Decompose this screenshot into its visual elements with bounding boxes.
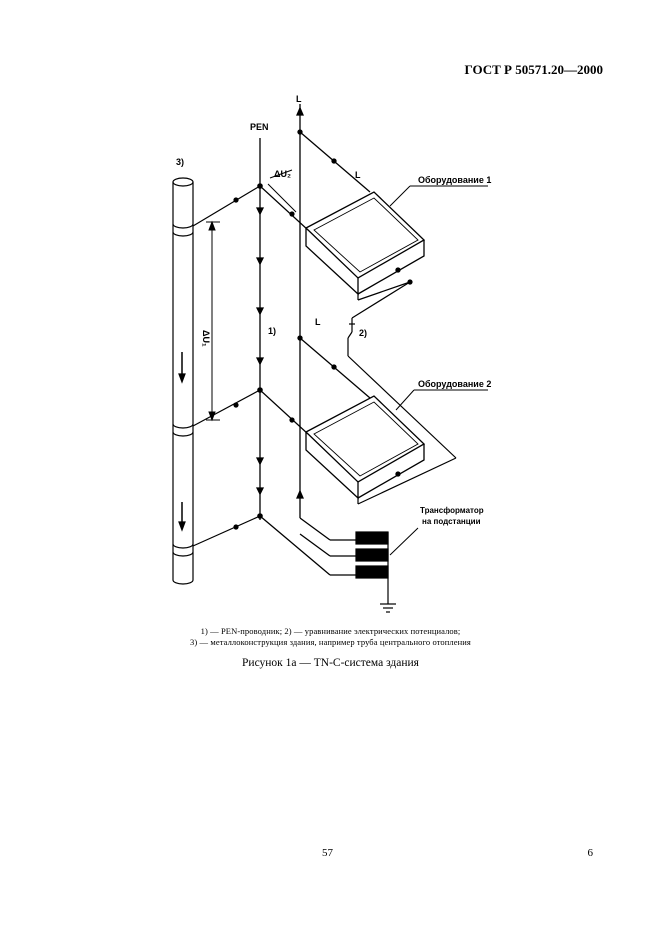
label-du2: ΔU₂ <box>274 169 291 179</box>
label-equipment-2: Оборудование 2 <box>418 379 491 389</box>
label-equipment-1: Оборудование 1 <box>418 175 491 185</box>
voltage-drop-dimension <box>206 220 220 422</box>
pen-conductor <box>255 138 356 576</box>
label-l-2: L <box>315 317 321 327</box>
label-l-1: L <box>355 170 361 180</box>
substation-transformer <box>355 527 419 613</box>
label-l-top: L <box>296 94 302 104</box>
figure-legend: 1) — PEN-проводник; 2) — уравнивание эле… <box>0 626 661 648</box>
label-leaders <box>389 185 488 411</box>
equipment-2-box <box>304 395 457 505</box>
pipe-bonding-conductors <box>192 183 263 547</box>
label-du1: ΔU₁ <box>201 330 211 347</box>
phase-conductor-L <box>296 104 371 557</box>
label-transformer-1: Трансформатор <box>420 506 484 515</box>
legend-line-2: 3) — металлоконструкция здания, например… <box>190 637 471 647</box>
section-number: 6 <box>587 847 594 859</box>
legend-line-1: 1) — PEN-проводник; 2) — уравнивание эле… <box>200 626 461 636</box>
equipment-1-box <box>304 191 426 301</box>
pen-branches-to-equipment <box>259 169 309 435</box>
label-2: 2) <box>359 328 367 338</box>
page-number: 57 <box>322 847 333 859</box>
label-1: 1) <box>268 326 276 336</box>
metal-structure-pipe <box>172 177 194 585</box>
label-3: 3) <box>176 157 184 167</box>
figure-caption: Рисунок 1а — TN-C-система здания <box>242 657 419 669</box>
tn-c-system-diagram: L PEN 3) ΔU₂ L Оборудование 1 ΔU₁ 1) L 2… <box>172 94 491 613</box>
equipotential-bonding <box>347 279 457 459</box>
standard-header: ГОСТ Р 50571.20—2000 <box>464 62 603 77</box>
label-pen: PEN <box>250 122 269 132</box>
label-transformer-2: на подстанции <box>422 517 481 526</box>
